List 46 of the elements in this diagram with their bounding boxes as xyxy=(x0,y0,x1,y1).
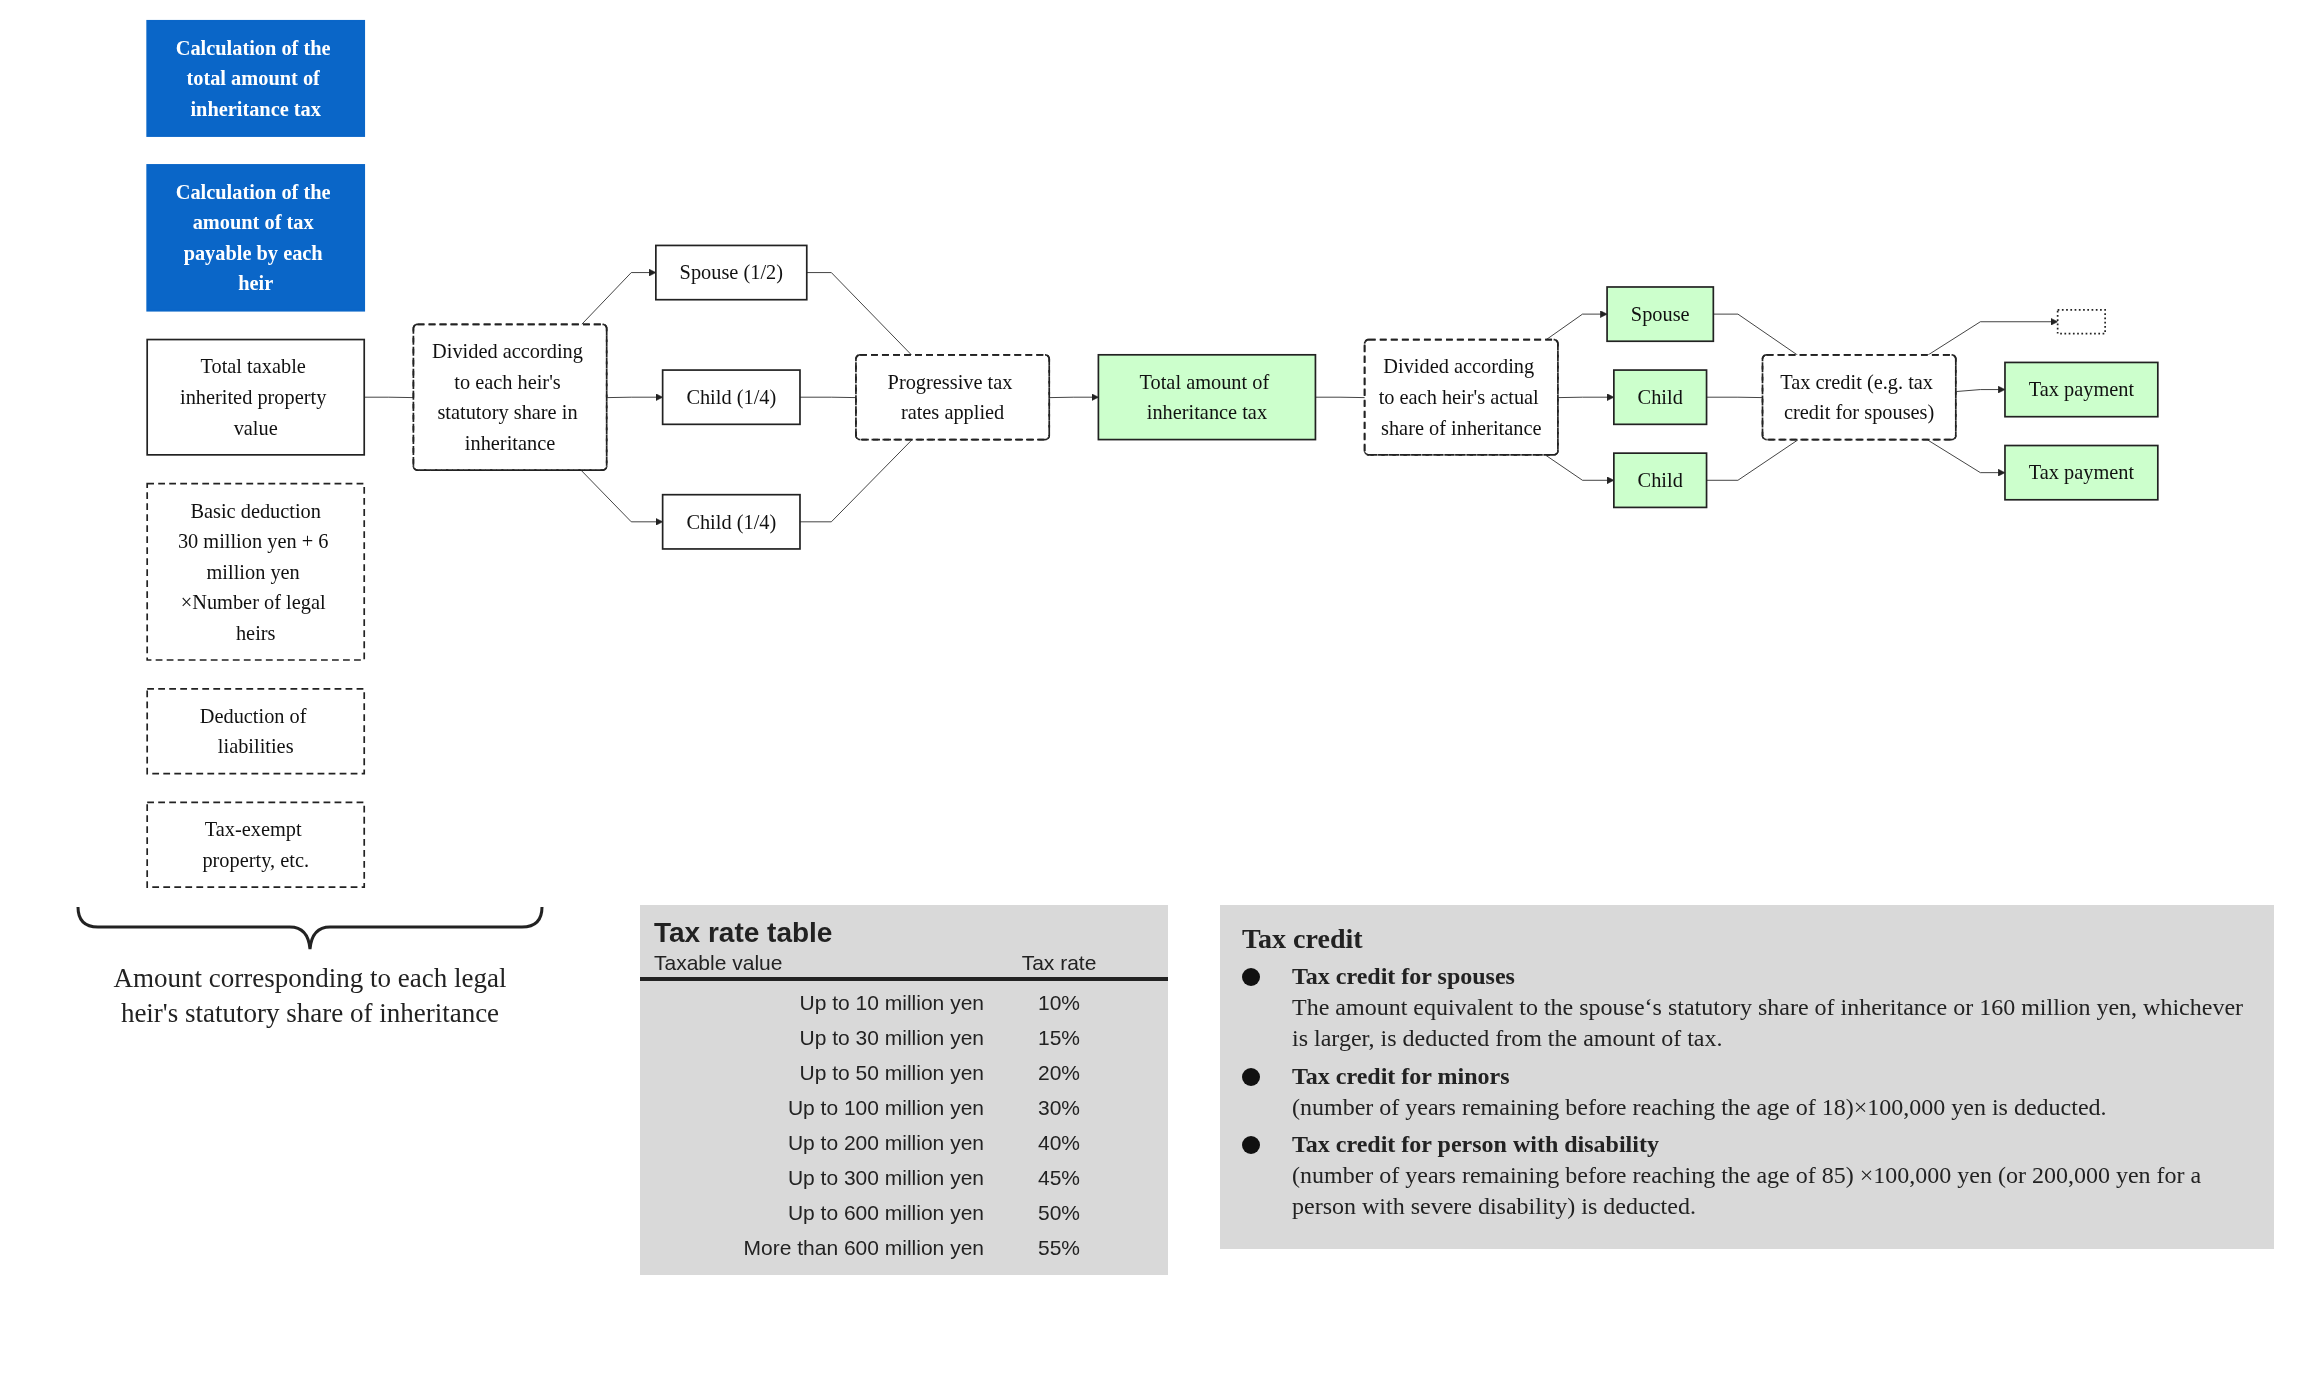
taxable-value-range: Up to 300 million yen xyxy=(787,1165,984,1191)
node-box: Calculation of the total amount of inheritance tax xyxy=(146,19,366,137)
tax-rate-value: 10% xyxy=(1038,990,1080,1016)
tax-rate-value: 15% xyxy=(1038,1025,1080,1051)
credit-heading: Tax credit for person with disability xyxy=(1292,1129,1659,1159)
credit-description: The amount equivalent to the spouse‘s statutory share of inheritance or 160 million yen, whichever is larger, is deducted from the amount of tax. xyxy=(1292,993,2245,1054)
node-box: Tax payment xyxy=(2004,444,2159,501)
taxable-value-range: Up to 600 million yen xyxy=(787,1200,984,1226)
credit-heading: Tax credit for minors xyxy=(1292,1061,1510,1091)
column-header: Taxable value xyxy=(654,951,784,975)
connector xyxy=(799,439,913,523)
taxable-value-range: Up to 30 million yen xyxy=(799,1025,984,1051)
node-box: Total taxable inherited property value xyxy=(146,338,366,456)
node-box: Tax-exempt property, etc. xyxy=(146,801,366,889)
node-box: Spouse xyxy=(1606,286,1715,343)
taxable-value-range: Up to 10 million yen xyxy=(799,990,984,1016)
connector xyxy=(1706,439,1799,481)
node-box: Child (1/4) xyxy=(661,369,801,426)
tax-rate-value: 55% xyxy=(1038,1235,1080,1261)
node-box: Spouse (1/2) xyxy=(655,244,808,301)
tax-rate-value: 20% xyxy=(1038,1060,1080,1086)
node-box: Total amount of inheritance tax xyxy=(1097,353,1317,441)
node-box: Calculation of the amount of tax payable by each heir xyxy=(146,164,366,312)
node-box: Tax payment xyxy=(2004,361,2159,418)
taxable-value-range: More than 600 million yen xyxy=(743,1235,984,1261)
node-box: Child (1/4) xyxy=(661,493,801,550)
taxable-value-range: Up to 50 million yen xyxy=(799,1060,984,1086)
column-header: Tax rate xyxy=(1021,951,1097,975)
credit-heading: Tax credit for spouses xyxy=(1292,962,1515,991)
node-box: Child xyxy=(1613,369,1708,426)
tax-rate-value: 45% xyxy=(1038,1165,1080,1191)
tax-rate-value: 50% xyxy=(1038,1200,1080,1226)
panel-heading: Tax credit xyxy=(1242,923,1363,955)
node-box: Child xyxy=(1613,452,1708,509)
connector xyxy=(806,272,913,356)
table-title: Tax rate table xyxy=(654,917,833,949)
taxable-value-range: Up to 200 million yen xyxy=(787,1130,984,1156)
tax-rate-value: 40% xyxy=(1038,1130,1080,1156)
node-box: Deduction of liabilities xyxy=(146,688,366,775)
annotation-text: Amount corresponding to each legal heir's statutory share of inheritance xyxy=(112,962,508,1031)
credit-description: (number of years remaining before reaching the age of 85) ×100,000 yen (or 200,000 yen for a person with severe disability) is deducted. xyxy=(1292,1161,2203,1222)
tax-rate-value: 30% xyxy=(1038,1095,1080,1121)
node-box: Basic deduction 30 million yen + 6 million yen ×Number of legal heirs xyxy=(146,482,366,661)
node-box xyxy=(2056,309,2106,335)
taxable-value-range: Up to 100 million yen xyxy=(787,1095,984,1121)
credit-description: (number of years remaining before reaching the age of 18)×100,000 yen is deducted. xyxy=(1292,1092,2108,1122)
